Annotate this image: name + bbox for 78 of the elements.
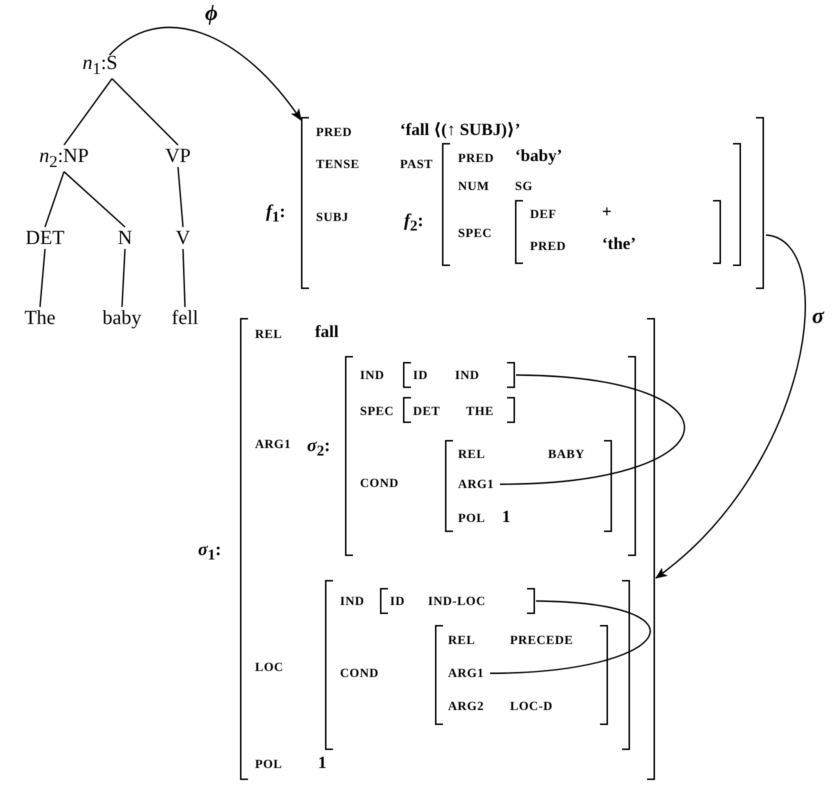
feature-name: PRED: [458, 152, 494, 164]
connector-line: [177, 166, 184, 228]
feature-name: PRED: [530, 240, 566, 252]
structure-label: f$_{1}$:: [266, 202, 286, 226]
feature-value: 1: [502, 508, 510, 525]
attribute-value-matrix: [325, 580, 630, 750]
arrow: [655, 234, 806, 579]
attribute-value-matrix: [403, 362, 515, 388]
structure-label: σ$_{2}$:: [307, 436, 330, 460]
edge-label: ϕ: [205, 2, 218, 24]
feature-name: SPEC: [458, 227, 492, 240]
feature-value: ‘baby’: [515, 147, 562, 164]
feature-name: NUM: [458, 180, 490, 192]
feature-name: SUBJ: [316, 211, 349, 224]
tree-node-label: N: [118, 228, 132, 248]
connector-line: [63, 78, 113, 146]
feature-name: PRED: [316, 126, 352, 138]
connector-line: [182, 248, 186, 308]
attribute-value-matrix: [345, 356, 636, 556]
feature-name: IND-LOC: [428, 595, 486, 608]
feature-name: ID: [413, 369, 428, 382]
feature-name: REL: [255, 328, 282, 340]
structure-label: f$_{2}$:: [404, 211, 424, 235]
feature-name: ARG1: [458, 478, 494, 490]
attribute-value-matrix: [435, 625, 608, 725]
tree-node-label: n$_{1}$:S: [82, 53, 118, 78]
tree-node-label: n$_{2}$:NP: [39, 146, 89, 171]
connector-line: [112, 78, 178, 146]
connector-line: [121, 248, 126, 308]
attribute-value-matrix: [515, 200, 721, 264]
feature-value: 1: [318, 754, 326, 771]
feature-name: PAST: [400, 158, 434, 170]
tree-node-label: fell: [172, 308, 198, 328]
feature-name: TENSE: [316, 158, 360, 170]
feature-name: LOC: [255, 661, 284, 674]
attribute-value-matrix: [240, 318, 655, 780]
feature-name: DET: [413, 405, 440, 418]
feature-name: COND: [340, 667, 379, 680]
feature-name: ID: [390, 595, 405, 608]
tree-node-label: The: [24, 308, 56, 328]
feature-name: IND: [455, 369, 480, 382]
feature-name: IND: [340, 595, 364, 608]
tree-node-label: baby: [102, 308, 142, 328]
feature-name: IND: [360, 369, 384, 382]
attribute-value-matrix: [301, 117, 764, 289]
feature-name: ARG2: [448, 700, 484, 712]
feature-name: REL: [448, 634, 476, 646]
tree-node-label: V: [176, 228, 190, 248]
tree-node-label: VP: [165, 146, 191, 166]
feature-name: THE: [466, 405, 494, 418]
feature-name: ARG1: [255, 438, 292, 450]
feature-name: REL: [458, 448, 486, 460]
feature-value: +: [602, 203, 612, 220]
attribute-value-matrix: [380, 588, 535, 614]
connector-line: [44, 171, 65, 228]
feature-name: SG: [515, 180, 533, 192]
feature-name: DEF: [530, 208, 556, 220]
feature-value: fall: [315, 323, 339, 340]
feature-name: BABY: [548, 448, 585, 460]
feature-name: PRECEDE: [510, 634, 574, 646]
tree-node-label: DET: [26, 228, 64, 248]
feature-name: POL: [458, 512, 486, 524]
feature-value: ‘fall ⟨(↑ SUBJ)⟩’: [400, 121, 520, 138]
arrow: [109, 26, 302, 121]
connector-line: [39, 248, 46, 308]
attribute-value-matrix: [403, 397, 515, 423]
attribute-value-matrix: [442, 143, 741, 266]
feature-name: SPEC: [360, 405, 394, 418]
feature-name: COND: [360, 477, 399, 490]
connector-line: [500, 374, 685, 485]
attribute-value-matrix: [445, 440, 612, 532]
connector-line: [64, 171, 126, 228]
structure-label: σ$_{1}$:: [198, 540, 222, 564]
feature-name: LOC-D: [510, 700, 553, 712]
feature-value: ‘the’: [602, 235, 636, 252]
connector-line: [490, 600, 651, 674]
feature-name: ARG1: [448, 667, 484, 680]
feature-name: POL: [255, 758, 282, 770]
